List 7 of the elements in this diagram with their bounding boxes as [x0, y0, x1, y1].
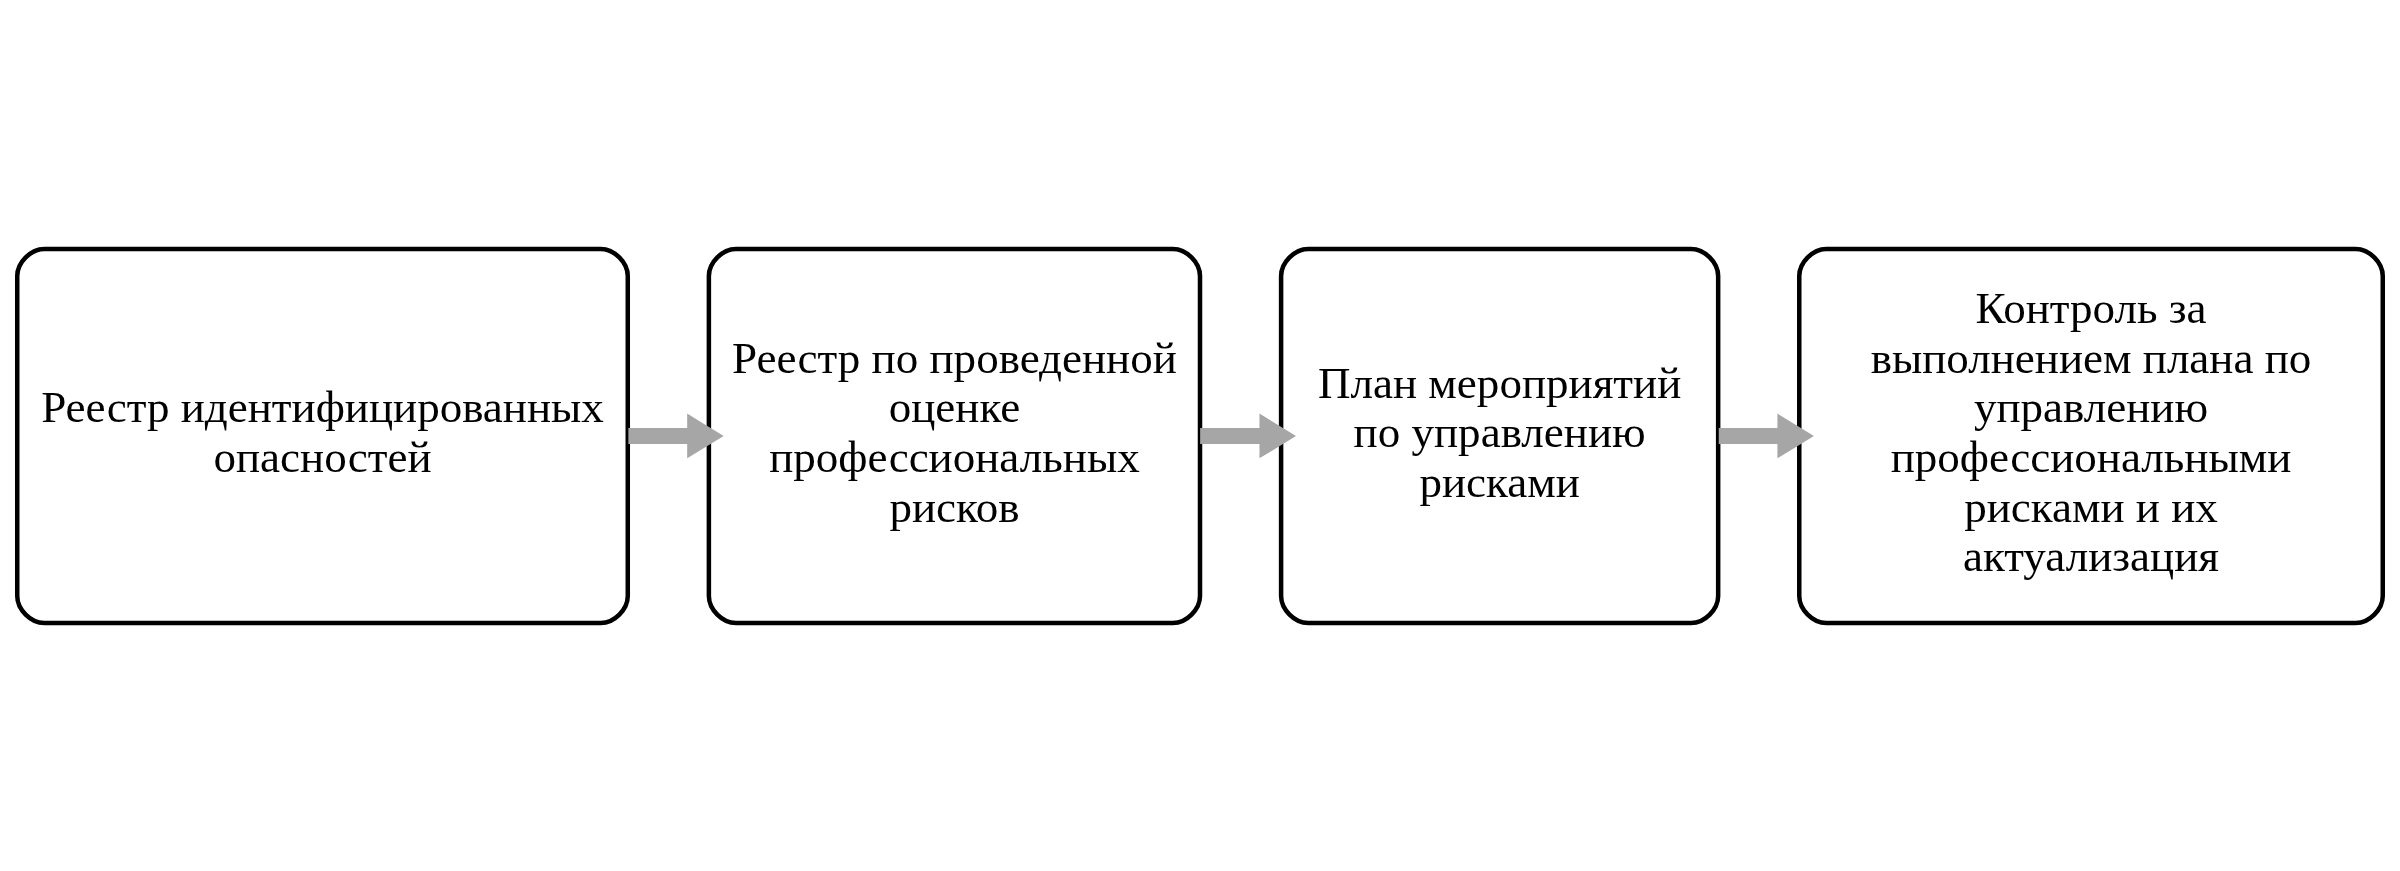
- arrow: [628, 413, 724, 458]
- node-box: Реестр по проведенной оценке профессиональных рисков: [706, 246, 1203, 625]
- arrow: [1200, 413, 1296, 458]
- node-box: Контроль за выполнением плана по управлению профессиональными рисками и их актуализация: [1797, 246, 2385, 625]
- node-box: Реестр идентифицированных опасностей: [15, 246, 631, 625]
- arrow: [1718, 413, 1814, 458]
- node-box: План мероприятий по управлению рисками: [1278, 246, 1721, 625]
